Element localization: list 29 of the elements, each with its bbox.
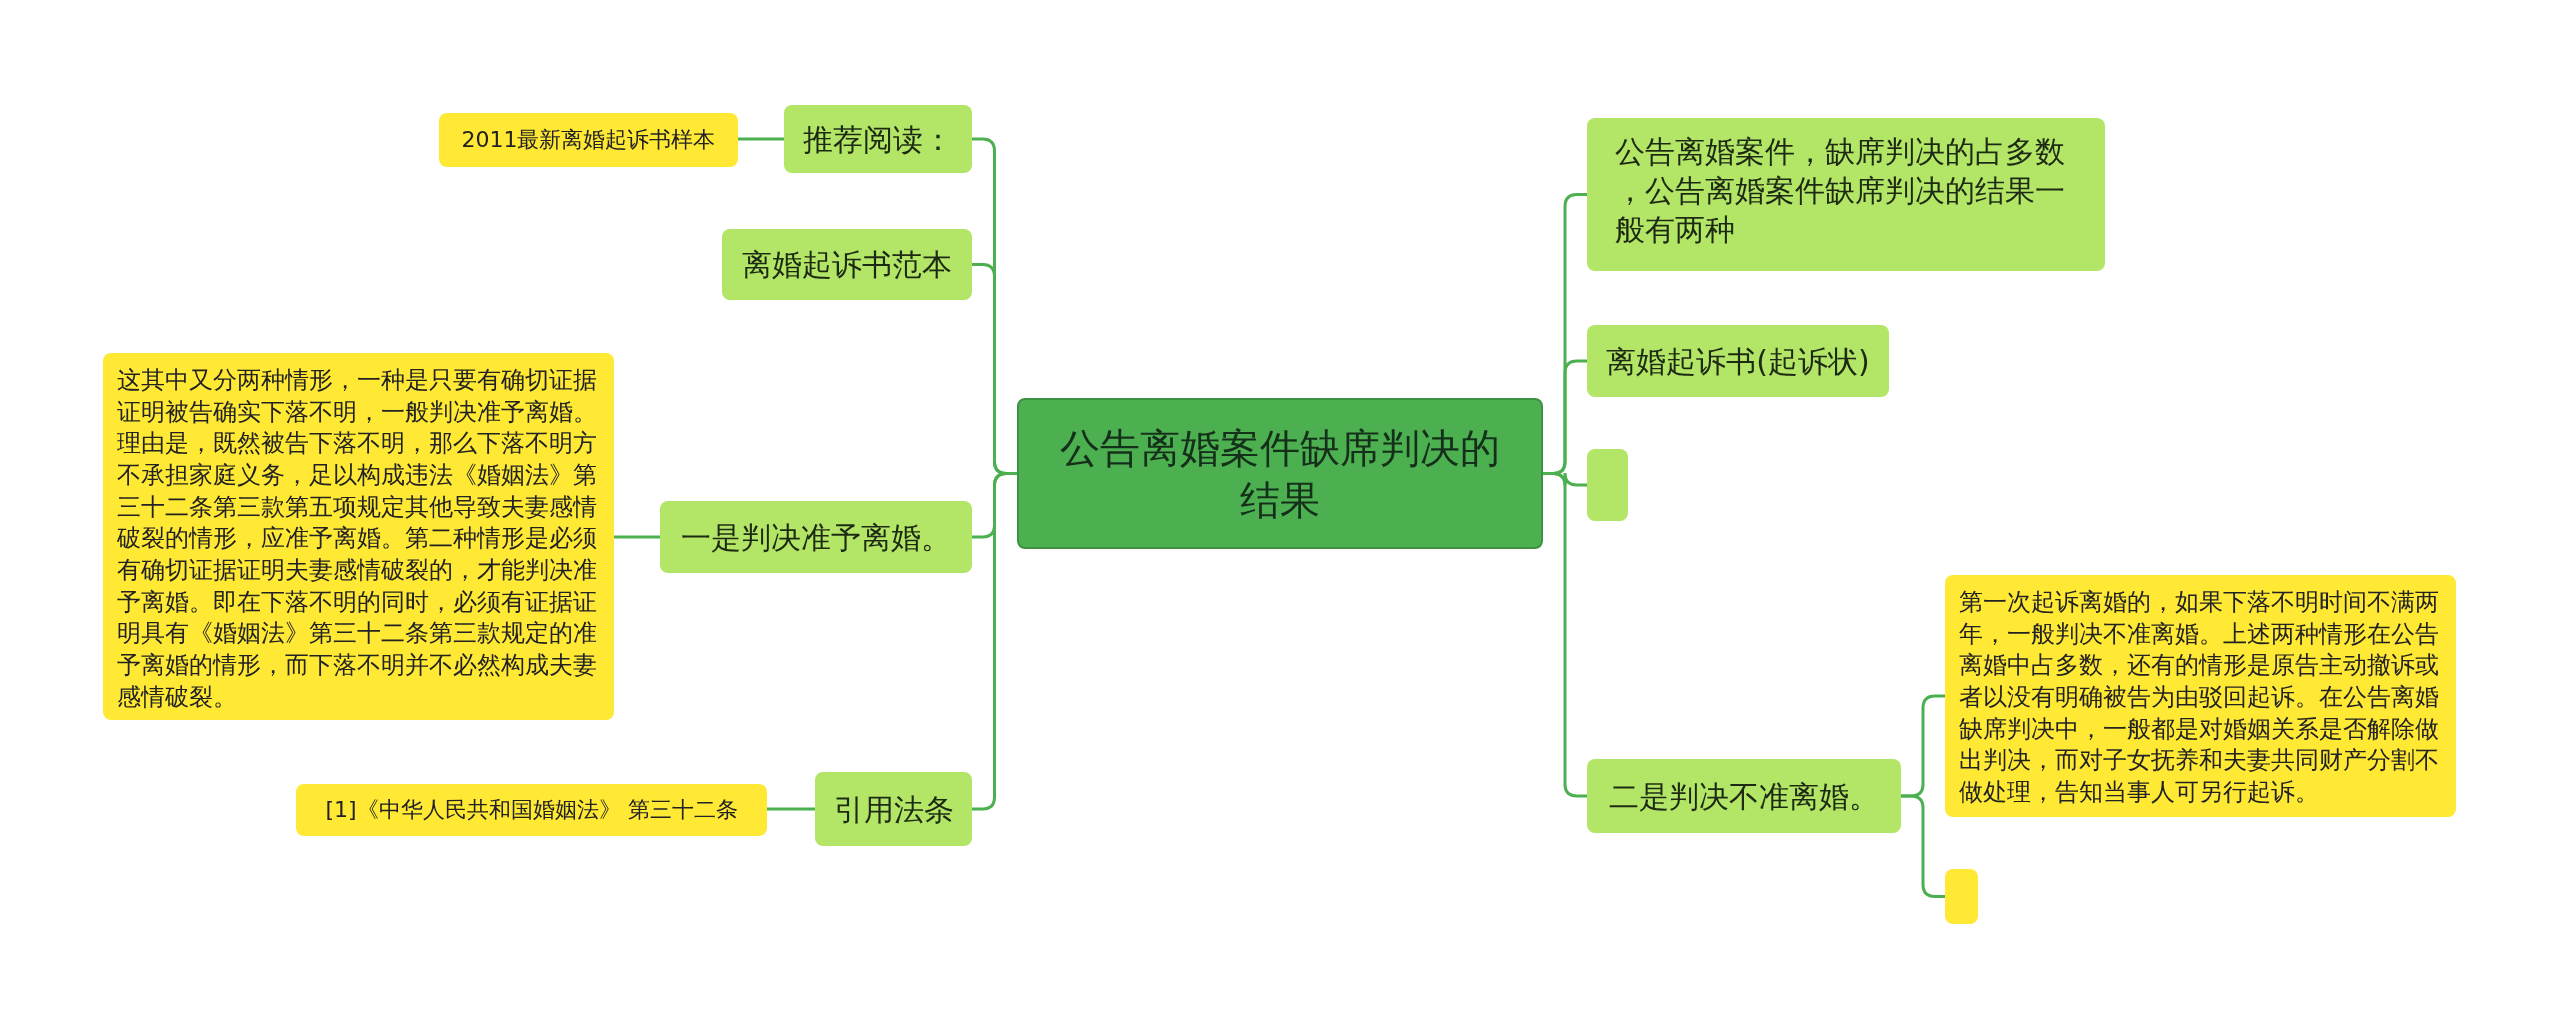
topic-text: 这其中又分两种情形，一种是只要有确切证据证明被告确实下落不明，一般判决准予离婚。理由是，既然被告下落不明，那么下落不明方不承担家庭义务，足以构成违法《婚姻法》第三十二条第三款第五项规定其他导致夫妻感情破裂的情形，应准予离婚。第二种情形是必须有确切证据证明夫妻感情破裂的，才能判决准予离婚。即在下落不明的同时，必须有证据证明具有《婚姻法》第三十二条第三款规定的准予离婚的情形，而下落不明并不必然构成夫妻感情破裂。	[117, 365, 598, 713]
empty-topic-box	[1945, 869, 1978, 924]
topic-text: 公告离婚案件，缺席判决的占多数，公告离婚案件缺席判决的结果一般有两种	[1615, 133, 2066, 249]
topic-text: 推荐阅读：	[803, 120, 953, 159]
topic-box	[722, 229, 972, 300]
topic-box	[1587, 118, 2105, 271]
connector-line	[614, 535, 660, 539]
topic-text: 引用法条	[833, 790, 954, 829]
topic-text: 离婚起诉书范本	[742, 246, 952, 284]
topic-text: 一是判决准予离婚。	[681, 518, 951, 557]
topic-box	[784, 105, 972, 173]
topic-text: 离婚起诉书(起诉状)	[1606, 342, 1870, 381]
connector-line	[767, 807, 815, 811]
central-topic	[1017, 398, 1543, 549]
topic-box	[1587, 759, 1901, 833]
topic-text: 第一次起诉离婚的，如果下落不明时间不满两年，一般判决不准离婚。上述两种情形在公告离婚中占多数，还有的情形是原告主动撤诉或者以没有明确被告为由驳回起诉。在公告离婚缺席判决中，一般都是对婚姻关系是否解除做出判决，而对子女抚养和夫妻共同财产分割不做处理，告知当事人可另行起诉。	[1959, 587, 2440, 809]
topic-box	[1587, 325, 1889, 397]
note-box	[296, 784, 767, 836]
empty-topic-box	[1587, 449, 1628, 521]
connector-line	[972, 472, 1017, 811]
connector-line	[1543, 472, 1587, 798]
topic-text: [1]《中华人民共和国婚姻法》 第三十二条	[325, 795, 738, 824]
topic-text: 二是判决不准离婚。	[1609, 777, 1879, 816]
topic-box	[660, 501, 972, 573]
topic-text: 公告离婚案件缺席判决的结果	[1059, 423, 1501, 525]
topic-text: 2011最新离婚起诉书样本	[461, 125, 716, 154]
note-box	[439, 113, 738, 167]
topic-box	[815, 772, 972, 846]
connector-line	[738, 137, 784, 141]
